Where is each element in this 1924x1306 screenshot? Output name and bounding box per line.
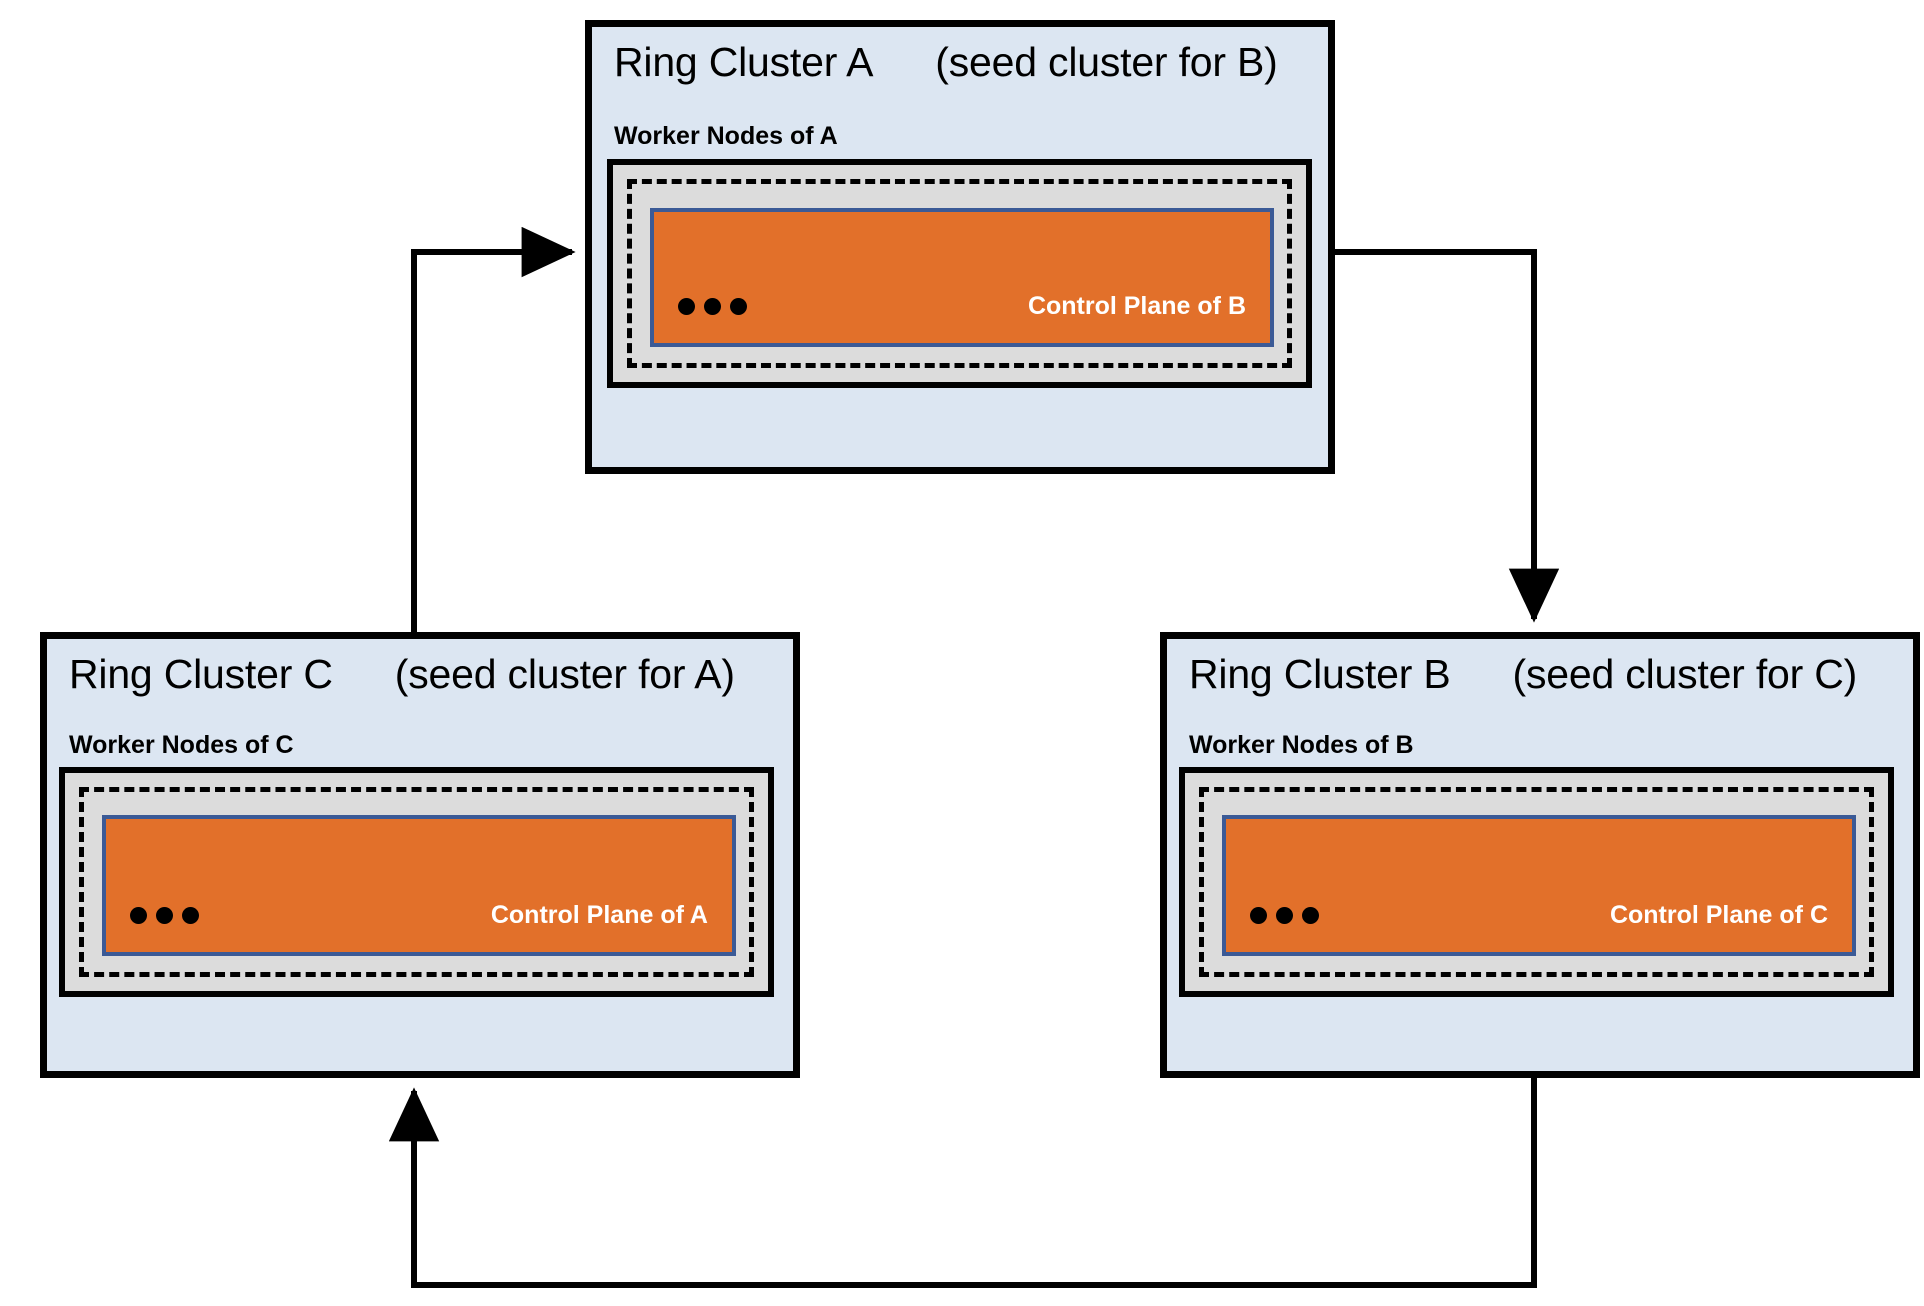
cluster-c-worker-label: Worker Nodes of C [69,731,294,759]
cluster-c-dashed-outline [79,787,754,977]
cluster-b-worker-label: Worker Nodes of B [1189,731,1414,759]
cluster-b[interactable]: Ring Cluster B (seed cluster for C) Worke… [1160,632,1920,1078]
cluster-a-worker-label: Worker Nodes of A [614,122,838,150]
cluster-b-control-plane[interactable]: Control Plane of C [1222,815,1856,956]
cluster-c-control-plane-label: Control Plane of A [490,901,708,929]
cluster-a[interactable]: Ring Cluster A (seed cluster for B) Worke… [585,20,1335,474]
cluster-c-ellipsis-dots [130,907,199,924]
cluster-a-seed-note: (seed cluster for B) [935,39,1278,85]
cluster-c-name: Ring Cluster C [69,651,333,697]
cluster-c[interactable]: Ring Cluster C (seed cluster for A) Worke… [40,632,800,1078]
cluster-c-seed-note: (seed cluster for A) [394,651,735,697]
cluster-a-control-plane-label: Control Plane of B [1027,292,1246,320]
cluster-b-seed-note: (seed cluster for C) [1512,651,1858,697]
cluster-b-dashed-outline [1199,787,1874,977]
cluster-c-title: Ring Cluster C (seed cluster for A) [69,651,735,698]
cluster-c-control-plane[interactable]: Control Plane of A [102,815,736,956]
arrow-a-to-b [1334,249,1560,623]
arrow-b-to-c [388,1078,1537,1288]
cluster-b-title: Ring Cluster B (seed cluster for C) [1189,651,1857,698]
cluster-a-name: Ring Cluster A [614,39,874,85]
cluster-b-worker-band: Control Plane of C [1179,767,1894,997]
cluster-b-ellipsis-dots [1250,907,1319,924]
cluster-b-name: Ring Cluster B [1189,651,1451,697]
cluster-c-worker-band: Control Plane of A [59,767,774,997]
cluster-a-worker-band: Control Plane of B [607,159,1312,388]
cluster-b-control-plane-label: Control Plane of C [1609,901,1828,929]
cluster-a-dashed-outline [627,179,1292,368]
arrow-c-to-a [411,226,576,632]
cluster-a-control-plane[interactable]: Control Plane of B [650,208,1274,347]
cluster-a-ellipsis-dots [678,298,747,315]
cluster-a-title: Ring Cluster A (seed cluster for B) [614,39,1278,86]
